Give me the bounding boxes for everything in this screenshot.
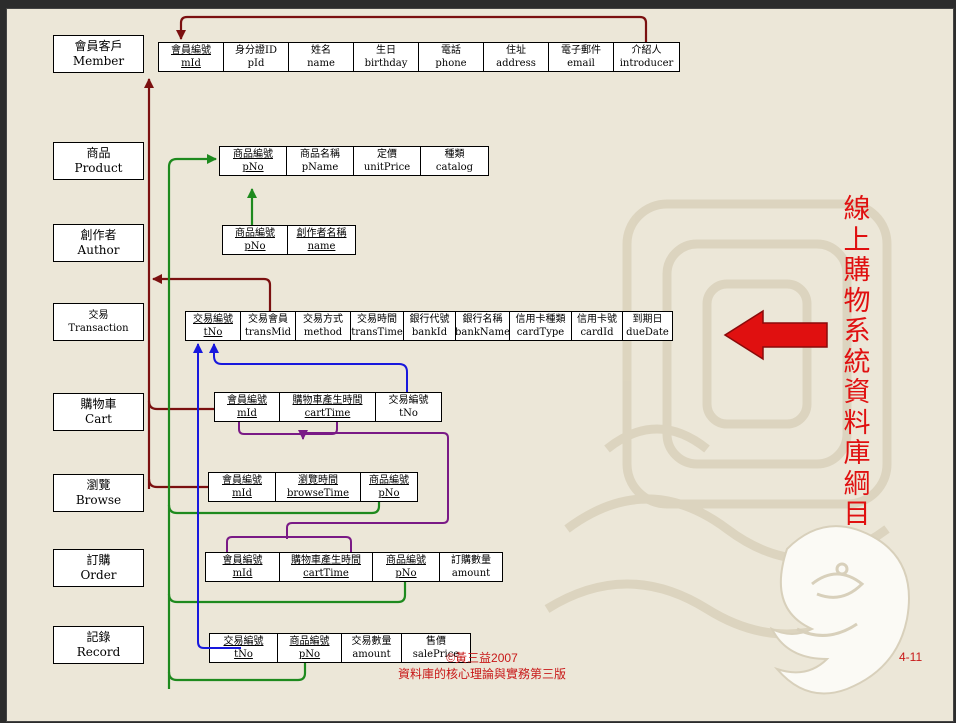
fk-cart-key-line bbox=[287, 512, 448, 539]
side-title-char: 物 bbox=[844, 287, 871, 318]
side-title-char: 系 bbox=[844, 317, 871, 348]
fk-cart-mid-line bbox=[149, 401, 214, 409]
fk-product-trunk bbox=[169, 159, 216, 689]
side-title-char: 購 bbox=[844, 256, 871, 287]
fk-transmid-line bbox=[153, 279, 270, 311]
side-title-char: 料 bbox=[844, 409, 871, 440]
side-title-char: 庫 bbox=[844, 439, 871, 470]
red-arrow-icon bbox=[723, 309, 831, 361]
relationship-lines bbox=[7, 9, 953, 721]
fk-record-pno-line bbox=[169, 663, 305, 680]
side-title: 線上購物系統資料庫綱目 bbox=[837, 195, 877, 531]
side-title-char: 上 bbox=[844, 226, 871, 257]
fk-cart-tno-line bbox=[214, 344, 407, 392]
footer-copyright: ©黃三益2007 資料庫的核心理論與實務第三版 bbox=[362, 650, 602, 682]
page-number: 4-11 bbox=[899, 650, 922, 664]
fk-browse-mid-line bbox=[149, 479, 208, 487]
side-title-char: 線 bbox=[844, 195, 871, 226]
fk-introducer-line bbox=[181, 17, 646, 42]
side-title-char: 統 bbox=[844, 348, 871, 379]
side-title-char: 綱 bbox=[844, 470, 871, 501]
fk-order-pno-line bbox=[169, 582, 405, 602]
copyright-line: ©黃三益2007 bbox=[362, 650, 602, 666]
fk-browse-pno-line bbox=[169, 502, 379, 513]
slide: 會員客戶 Member 商品 Product 創作者 Author 交易 Tra… bbox=[6, 8, 954, 722]
side-title-char: 資 bbox=[844, 378, 871, 409]
side-title-char: 目 bbox=[844, 500, 871, 531]
book-title-line: 資料庫的核心理論與實務第三版 bbox=[362, 666, 602, 682]
order-key-bracket bbox=[227, 537, 351, 552]
